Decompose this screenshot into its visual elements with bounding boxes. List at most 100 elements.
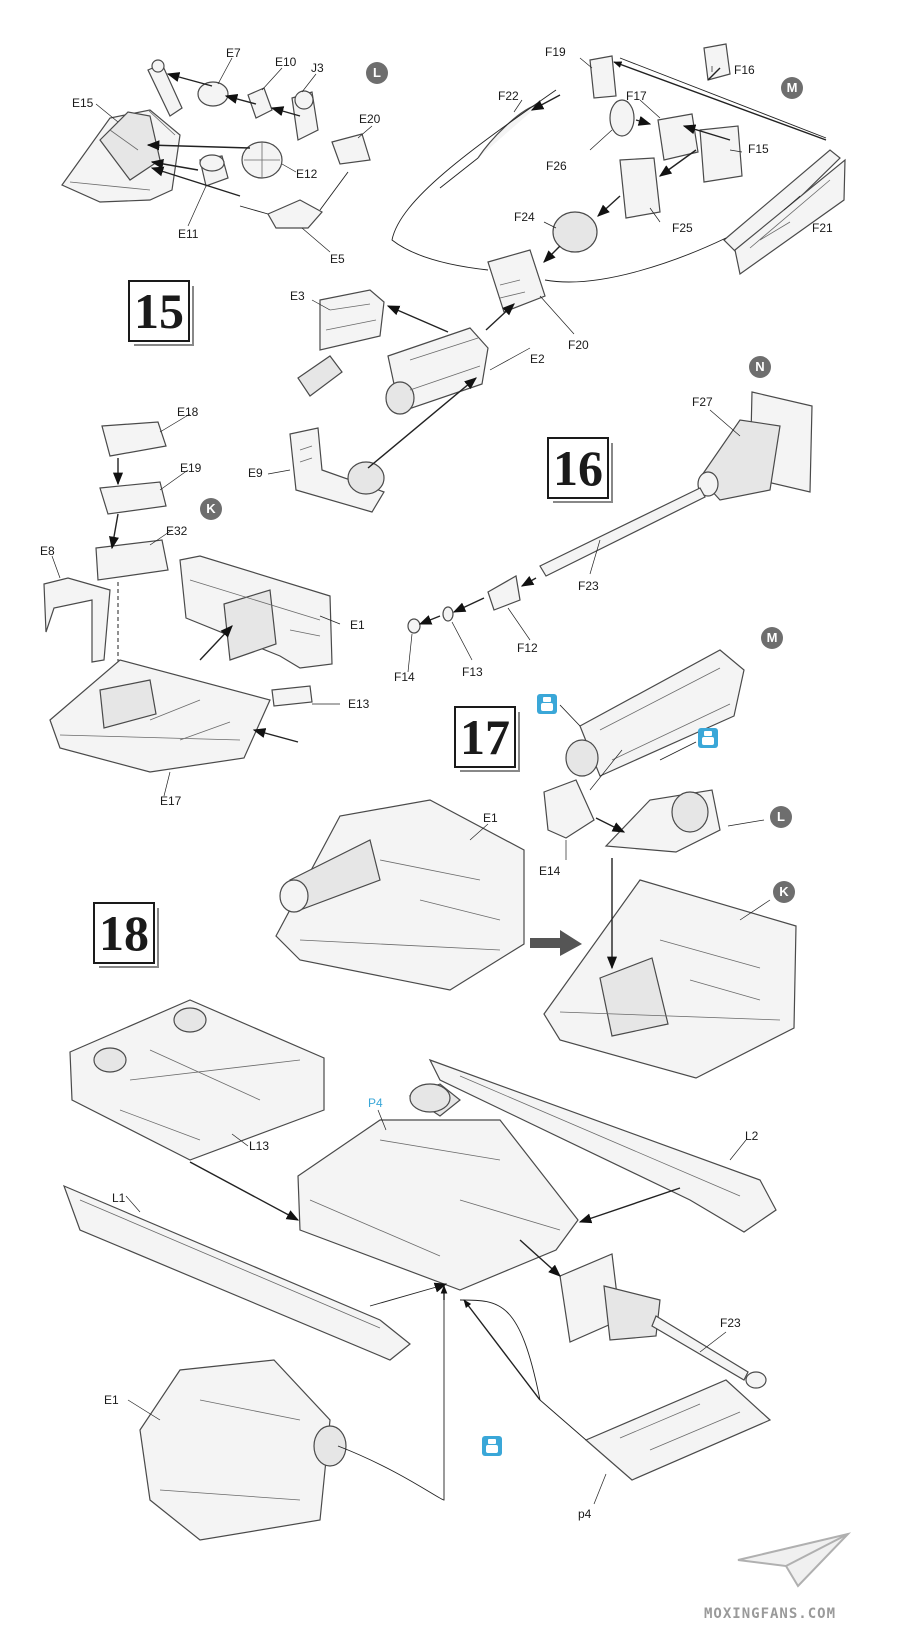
subassembly-callout-k: K: [200, 498, 222, 520]
part-f16: [703, 43, 731, 81]
label-l1: L1: [112, 1191, 126, 1205]
label-l13: L13: [249, 1139, 270, 1153]
label-e3: E3: [290, 289, 305, 303]
part-f22: [477, 103, 541, 159]
gun-mount-l: [604, 789, 721, 853]
label-e32: E32: [166, 524, 188, 538]
part-e2: [385, 327, 489, 415]
part-l1: [62, 1184, 411, 1361]
part-e14: [543, 779, 595, 839]
label-e9: E9: [248, 466, 263, 480]
part-e1-wall: [179, 555, 333, 669]
step-number-15: 15: [128, 280, 194, 346]
label-f13: F13: [462, 665, 483, 679]
part-e20: [331, 133, 371, 165]
part-f14: [407, 618, 421, 634]
part-e19: [99, 481, 167, 515]
label-e12: E12: [296, 167, 318, 181]
part-l2: [428, 1058, 777, 1233]
subassembly-callout-m: M: [781, 77, 803, 99]
completed-assembly-e1: [275, 799, 525, 991]
part-f25: [619, 157, 661, 219]
label-f23: F23: [578, 579, 599, 593]
label-e20: E20: [359, 112, 381, 126]
label-e1-step18: E1: [104, 1393, 119, 1407]
label-e10: E10: [275, 55, 297, 69]
upper-hull-p4: [297, 1083, 579, 1291]
part-e5: [267, 199, 323, 229]
part-e8: [43, 577, 111, 663]
gun-assembly-m: [565, 649, 745, 777]
cement-icon: [482, 1436, 502, 1456]
label-j3: J3: [311, 61, 324, 75]
cement-icon: [698, 728, 718, 748]
label-f21: F21: [812, 221, 833, 235]
label-e1: E1: [350, 618, 365, 632]
label-e14: E14: [539, 864, 561, 878]
step-15-gun-mount-assembly: [61, 43, 846, 513]
subassembly-callout-k-step17: K: [773, 881, 795, 903]
label-e11: E11: [178, 227, 199, 241]
label-f25: F25: [672, 221, 693, 235]
label-p4-upper: P4: [368, 1096, 383, 1110]
label-f19: F19: [545, 45, 566, 59]
part-e13: [271, 685, 313, 707]
label-f16: F16: [734, 63, 755, 77]
part-l13: [69, 999, 325, 1161]
step-number-16: 16: [547, 437, 613, 503]
label-f15: F15: [748, 142, 769, 156]
part-f19: [589, 55, 617, 99]
part-f23-barrel: [539, 487, 706, 577]
label-e17: E17: [160, 794, 182, 808]
part-f12: [487, 575, 521, 611]
label-f14: F14: [394, 670, 415, 684]
part-e9: [289, 427, 385, 513]
label-e19: E19: [180, 461, 202, 475]
part-p4-plate: [584, 1379, 772, 1481]
label-e1-step17: E1: [483, 811, 498, 825]
subassembly-callout-m-step17: M: [761, 627, 783, 649]
label-e8: E8: [40, 544, 55, 558]
part-e17-floor: [49, 659, 271, 773]
part-e32: [95, 539, 169, 581]
part-f13: [442, 606, 454, 622]
subassembly-callout-l: L: [366, 62, 388, 84]
part-e18: [101, 421, 167, 457]
step-17-gun-into-hull: [275, 649, 797, 1079]
part-e3: [297, 289, 385, 397]
label-f12: F12: [517, 641, 538, 655]
part-e7: [197, 81, 229, 107]
label-f17: F17: [626, 89, 647, 103]
paper-plane-logo-icon: [737, 1532, 852, 1588]
label-e15: E15: [72, 96, 94, 110]
label-l2: L2: [745, 1129, 759, 1143]
part-f26: [609, 99, 635, 137]
label-e2: E2: [530, 352, 545, 366]
cement-icon: [537, 694, 557, 714]
step-k-fighting-compartment-floor: [43, 413, 341, 797]
label-e13: E13: [348, 697, 370, 711]
part-f21: [723, 149, 846, 276]
label-f20: F20: [568, 338, 589, 352]
label-e18: E18: [177, 405, 199, 419]
step-16-gun-barrel: [407, 391, 813, 673]
label-f23-step18: F23: [720, 1316, 741, 1330]
label-f27: F27: [692, 395, 713, 409]
label-f26: F26: [546, 159, 567, 173]
part-f24: [552, 211, 598, 253]
assembly-k: [543, 879, 797, 1079]
part-f15: [699, 125, 743, 183]
step-number-18: 18: [93, 902, 159, 968]
label-e5: E5: [330, 252, 345, 266]
part-f27: [697, 391, 813, 501]
part-e15: [61, 59, 183, 203]
label-p4-lower: p4: [578, 1507, 592, 1521]
part-f23-gun-mantlet: [559, 1253, 767, 1389]
subassembly-callout-n: N: [749, 356, 771, 378]
label-f22: F22: [498, 89, 519, 103]
subassembly-callout-l-step17: L: [770, 806, 792, 828]
completed-assembly-e1-bottom: [139, 1359, 347, 1541]
label-f24: F24: [514, 210, 535, 224]
